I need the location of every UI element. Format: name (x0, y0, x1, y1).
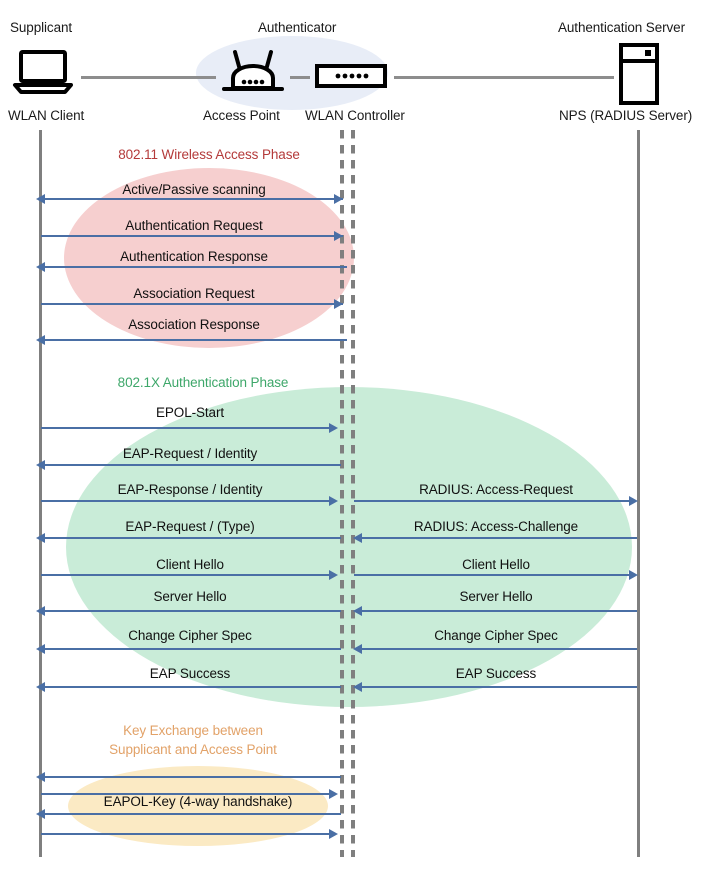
arrow-line-server-hello-right (361, 610, 637, 612)
msg-label-eap-request-identity: EAP-Request / Identity (122, 446, 258, 461)
msg-label-radius-access-challenge: RADIUS: Access-Challenge (413, 519, 579, 534)
arrow-line-eapol-key-3 (44, 813, 341, 815)
access-point-icon (216, 48, 290, 103)
arrowhead-left-change-cipher-spec-right (353, 644, 362, 654)
arrow-line-eapol-key-2 (41, 793, 335, 795)
phase-keyexchange-ellipse (68, 766, 328, 846)
wlan-controller-icon (314, 62, 388, 95)
arrow-line-server-hello-left (44, 610, 341, 612)
arrow-line-auth-request (41, 235, 343, 237)
arrowhead-right-assoc-request (334, 299, 343, 309)
phase-8021x-ellipse (66, 387, 632, 707)
lifeline-nps-radius (637, 130, 640, 857)
msg-label-eap-request-type: EAP-Request / (Type) (125, 519, 255, 534)
arrow-line-eap-response-identity (41, 500, 335, 502)
msg-label-client-hello-right: Client Hello (462, 557, 530, 572)
phase-caption-keyexchange-line2: Supplicant and Access Point (109, 742, 277, 757)
arrowhead-left-eap-success-right (353, 682, 362, 692)
lifeline-wlan-controller-a (340, 130, 344, 857)
msg-label-eap-success-right: EAP Success (455, 666, 537, 681)
actor-name-wlan-client: WLAN Client (8, 108, 85, 123)
arrow-line-eap-success-left (44, 686, 341, 688)
arrow-line-scanning (44, 198, 343, 200)
arrowhead-left-eapol-key-1 (36, 772, 45, 782)
arrowhead-left-change-cipher-spec-left (36, 644, 45, 654)
arrow-line-client-hello-left (41, 574, 335, 576)
arrowhead-right-auth-request (334, 231, 343, 241)
server-icon (618, 43, 660, 110)
msg-label-change-cipher-spec-left: Change Cipher Spec (128, 628, 252, 643)
msg-label-server-hello-right: Server Hello (459, 589, 533, 604)
msg-label-eap-success-left: EAP Success (149, 666, 231, 681)
arrow-line-eapol-key-1 (44, 776, 341, 778)
arrowhead-left-server-hello-left (36, 606, 45, 616)
arrow-line-change-cipher-spec-right (361, 648, 637, 650)
link-controller-to-nps (394, 76, 614, 79)
arrowhead-right-radius-access-request (629, 496, 638, 506)
msg-label-epol-start: EPOL-Start (155, 405, 225, 420)
laptop-icon (12, 50, 74, 99)
msg-label-change-cipher-spec-right: Change Cipher Spec (434, 628, 558, 643)
actor-role-authenticator: Authenticator (258, 20, 337, 35)
actor-name-nps-radius: NPS (RADIUS Server) (559, 108, 693, 123)
msg-label-server-hello-left: Server Hello (153, 589, 227, 604)
arrow-line-eapol-key-4 (41, 833, 335, 835)
msg-label-auth-response: Authentication Response (120, 249, 268, 264)
arrow-line-change-cipher-spec-left (44, 648, 341, 650)
arrow-line-assoc-request (41, 303, 343, 305)
msg-label-eap-response-identity: EAP-Response / Identity (117, 482, 263, 497)
arrowhead-left-radius-access-challenge (353, 533, 362, 543)
arrowhead-left-scanning (36, 194, 45, 204)
actor-role-supplicant: Supplicant (10, 20, 73, 35)
arrow-line-assoc-response (44, 339, 347, 341)
arrowhead-left-eap-request-identity (36, 460, 45, 470)
arrowhead-right-scanning (334, 194, 343, 204)
arrow-line-client-hello-right (354, 574, 630, 576)
arrow-line-auth-response (44, 266, 347, 268)
arrowhead-left-assoc-response (36, 335, 45, 345)
arrowhead-left-eap-request-type (36, 533, 45, 543)
arrowhead-left-auth-response (36, 262, 45, 272)
arrow-line-epol-start (41, 427, 335, 429)
arrow-line-eap-request-type (44, 537, 341, 539)
arrowhead-left-eapol-key-3 (36, 809, 45, 819)
link-ap-to-controller (290, 76, 310, 79)
lifeline-wlan-controller-b (351, 130, 355, 857)
arrowhead-right-client-hello-left (329, 570, 338, 580)
actor-name-access-point: Access Point (203, 108, 280, 123)
msg-label-client-hello-left: Client Hello (156, 557, 224, 572)
arrow-line-radius-access-challenge (361, 537, 637, 539)
msg-label-auth-request: Authentication Request (125, 218, 263, 233)
actor-name-wlan-controller: WLAN Controller (305, 108, 405, 123)
arrowhead-left-server-hello-right (353, 606, 362, 616)
arrow-line-radius-access-request (354, 500, 630, 502)
arrowhead-left-eap-success-left (36, 682, 45, 692)
lifeline-wlan-client (39, 130, 42, 857)
msg-label-assoc-response: Association Response (128, 317, 260, 332)
arrowhead-right-eapol-key-2 (329, 789, 338, 799)
link-client-to-ap (81, 76, 216, 79)
phase-caption-keyexchange-line1: Key Exchange between (123, 723, 263, 738)
msg-label-eapol-key-handshake: EAPOL-Key (4-way handshake) (103, 794, 293, 809)
arrowhead-right-eapol-key-4 (329, 829, 338, 839)
arrow-line-eap-request-identity (44, 464, 341, 466)
arrow-line-eap-success-right (361, 686, 637, 688)
msg-label-assoc-request: Association Request (133, 286, 255, 301)
actor-role-authentication-server: Authentication Server (558, 20, 685, 35)
msg-label-radius-access-request: RADIUS: Access-Request (419, 482, 573, 497)
arrowhead-right-eap-response-identity (329, 496, 338, 506)
msg-label-scanning: Active/Passive scanning (122, 182, 266, 197)
arrowhead-right-client-hello-right (629, 570, 638, 580)
arrowhead-right-epol-start (329, 423, 338, 433)
phase-caption-8021x: 802.1X Authentication Phase (117, 375, 289, 390)
phase-caption-80211: 802.11 Wireless Access Phase (118, 147, 300, 162)
